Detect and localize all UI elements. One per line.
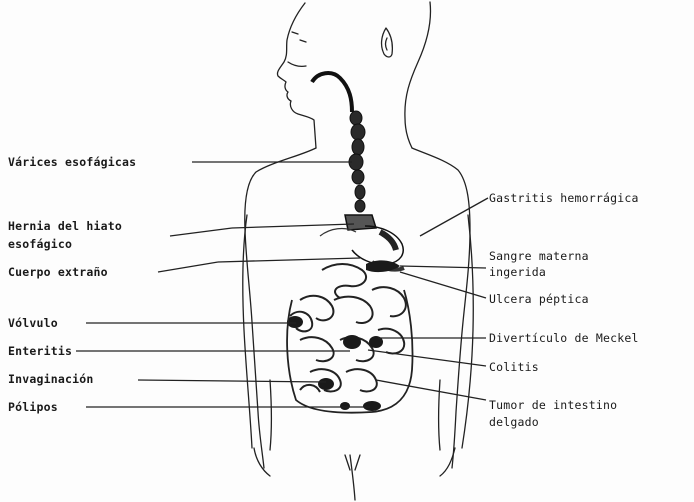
leader-invaginacion [138, 380, 326, 382]
label-ulcera-peptica: Ulcera péptica [489, 292, 589, 306]
leader-colitis [368, 350, 486, 366]
label-sangre-materna-line1: Sangre materna [489, 249, 589, 263]
head-outline [277, 3, 316, 148]
label-tumor-intestino-line2: delgado [489, 415, 539, 429]
label-enteritis: Enteritis [8, 344, 72, 358]
esophagus [312, 73, 365, 212]
leader-hernia-b [232, 224, 354, 228]
ear [382, 28, 393, 57]
intestines [290, 264, 406, 392]
right-arm [462, 215, 473, 448]
leader-sangre [400, 266, 486, 268]
leader-gastritis [420, 198, 488, 236]
label-diverticulo-meckel: Divertículo de Meckel [489, 331, 639, 345]
back-of-head [405, 2, 431, 148]
liver [320, 229, 356, 236]
label-cuerpo-extrano: Cuerpo extraño [8, 265, 108, 279]
label-hernia-hiato-line1: Hernia del hiato [8, 219, 122, 233]
label-polipos: Pólipos [8, 400, 58, 414]
leader-lines [76, 162, 488, 407]
intestine-dark-spots [287, 260, 400, 411]
leader-cuerpo-b [218, 258, 360, 262]
torso-left [245, 148, 316, 468]
leader-cuerpo [158, 262, 218, 272]
label-sangre-materna-line2: ingerida [489, 265, 546, 279]
left-arm [243, 215, 252, 448]
label-tumor-intestino-line1: Tumor de intestino [489, 398, 617, 412]
label-colitis: Colitis [489, 360, 539, 374]
leader-hernia [170, 228, 232, 236]
label-varices-esofagicas: Várices esofágicas [8, 155, 136, 169]
label-invaginacion: Invaginación [8, 372, 93, 386]
torso-right [412, 148, 470, 468]
label-gastritis-hemorragica: Gastritis hemorrágica [489, 191, 639, 205]
label-hernia-hiato-line2: esofágico [8, 237, 72, 251]
label-volvulo: Vólvulo [8, 316, 58, 330]
leg-divider [350, 455, 355, 500]
